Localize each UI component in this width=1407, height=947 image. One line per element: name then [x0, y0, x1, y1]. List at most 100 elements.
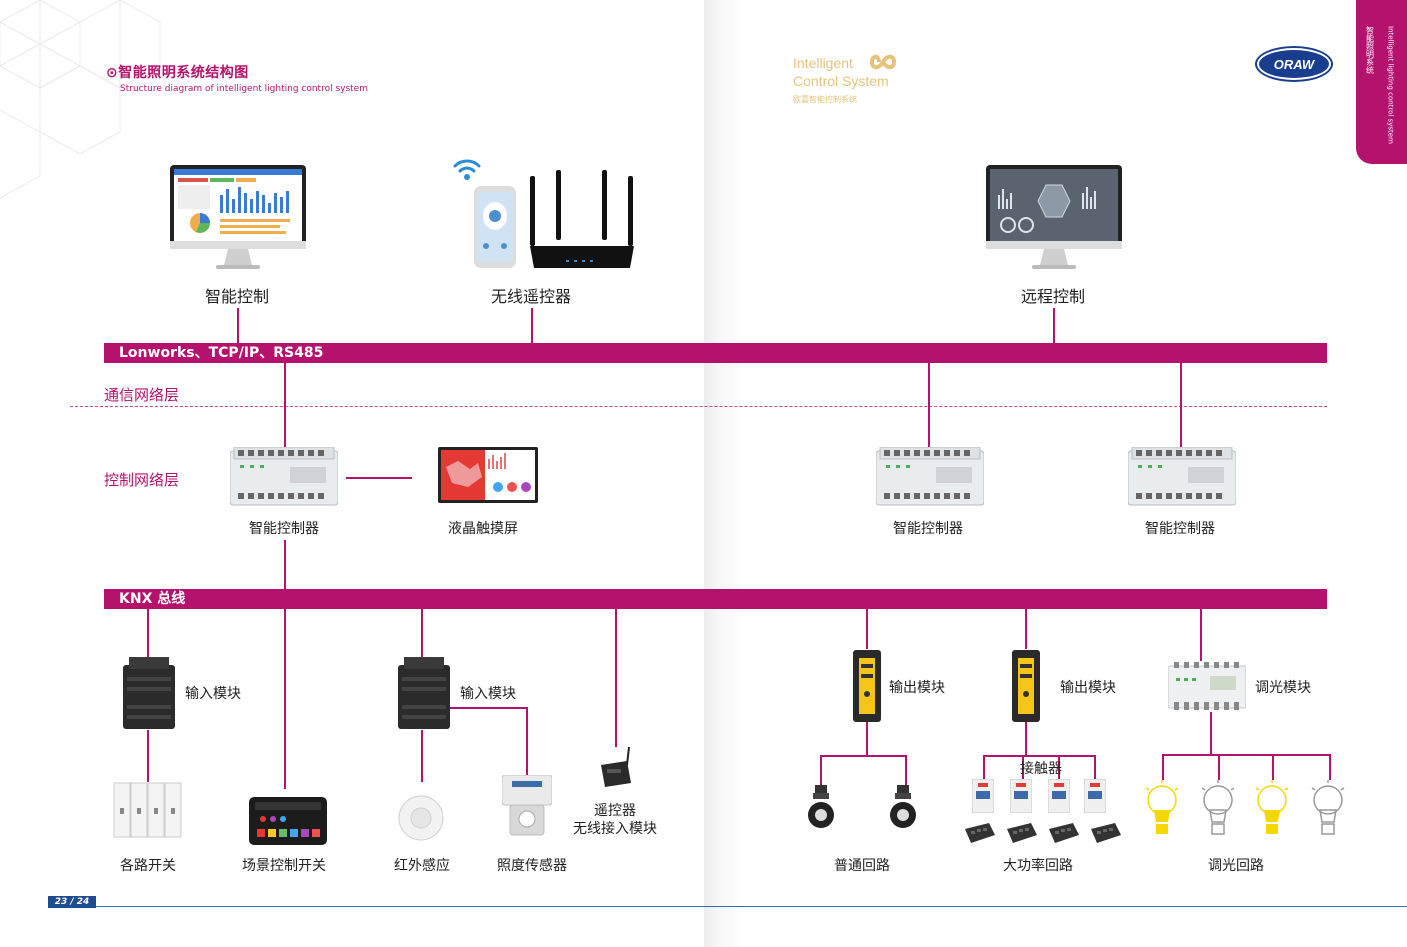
output-module-icon	[853, 650, 881, 722]
connector	[1162, 754, 1164, 780]
wireless-access-module-icon	[601, 747, 631, 787]
side-tab-text: Intelligent lighting control system 智能照明…	[1365, 26, 1395, 144]
input-module-icon	[398, 657, 450, 729]
layer-label-communication: 通信网络层	[104, 386, 180, 404]
connector	[1162, 754, 1330, 756]
connector	[1210, 712, 1212, 754]
connector	[147, 730, 149, 782]
label-input-module-1: 输入模块	[185, 686, 241, 702]
label-input-module-2: 输入模块	[460, 686, 516, 702]
label-illuminance: 照度传感器	[497, 858, 567, 874]
wireless-router-icon	[530, 170, 634, 268]
label-remote-access: 遥控器 无线接入模块	[573, 803, 657, 837]
spotlight-icon	[808, 785, 834, 828]
connector	[1200, 609, 1202, 661]
connector	[1022, 755, 1024, 779]
decorative-hexagon-pattern	[0, 0, 161, 199]
connector	[1025, 722, 1027, 755]
smart-controller-icon	[230, 447, 338, 506]
label-controller-1: 智能控制器	[249, 521, 319, 537]
connector	[1053, 308, 1055, 343]
footer-line	[48, 906, 1407, 907]
label-remote-control: 远程控制	[1020, 287, 1085, 306]
infinity-logo-icon	[870, 54, 897, 70]
label-contactor: 接触器	[1020, 761, 1062, 777]
layer-divider	[70, 406, 1327, 407]
connector	[615, 609, 617, 747]
connector	[1272, 754, 1274, 780]
contactor-icon	[1010, 779, 1032, 813]
high-power-light-icon	[965, 823, 995, 843]
brand-chinese: 欧嘉智能控制系统	[793, 95, 857, 104]
label-high-power-circuit: 大功率回路	[1003, 858, 1073, 874]
connector	[1025, 609, 1027, 649]
label-output-module-2: 输出模块	[1060, 680, 1116, 696]
connector	[147, 609, 149, 659]
smart-controller-icon	[1128, 447, 1236, 506]
oraw-logo: ORAW	[1257, 48, 1331, 80]
high-power-light-icon	[1091, 823, 1121, 843]
label-dimming-module: 调光模块	[1255, 680, 1311, 696]
monitor-remote-dashboard-icon	[986, 165, 1122, 269]
label-infrared: 红外感应	[394, 858, 450, 874]
connector	[421, 730, 423, 782]
connector	[1094, 755, 1096, 779]
connector	[820, 755, 822, 785]
label-lcd-touchscreen: 液晶触摸屏	[448, 521, 518, 537]
label-wireless-remote: 无线遥控器	[490, 287, 571, 306]
label-controller-2: 智能控制器	[893, 521, 963, 537]
connector	[421, 707, 527, 709]
connector	[531, 308, 533, 343]
label-controller-3: 智能控制器	[1145, 521, 1215, 537]
output-module-icon	[1012, 650, 1040, 722]
label-scene-switch: 场景控制开关	[242, 858, 326, 874]
connector	[866, 722, 868, 755]
connector	[1180, 363, 1182, 447]
smartphone-icon	[474, 186, 516, 268]
monitor-dashboard-icon	[170, 165, 306, 269]
connector	[905, 755, 907, 785]
light-bulb-on-icon	[1255, 780, 1289, 834]
contactor-icon	[1048, 779, 1070, 813]
connector	[820, 755, 906, 757]
knx-bus-bar: KNX 总线	[104, 589, 1327, 609]
contactor-icon	[972, 779, 994, 813]
light-bulb-on-icon	[1145, 780, 1179, 834]
connector	[284, 363, 286, 447]
wall-switches-icon	[113, 782, 182, 838]
input-module-icon	[123, 657, 175, 729]
label-dimming-circuit: 调光回路	[1208, 858, 1264, 874]
smart-controller-icon	[876, 447, 984, 506]
page-number: 23 / 24	[48, 896, 96, 908]
connector	[1058, 755, 1060, 779]
connector	[346, 477, 412, 479]
connector	[421, 609, 423, 659]
connector	[284, 540, 286, 589]
scene-control-switch-icon	[249, 797, 327, 845]
spotlight-icon	[890, 785, 916, 828]
connector	[866, 609, 868, 649]
light-bulb-off-icon	[1311, 780, 1345, 835]
top-bus-bar: Lonworks、TCP/IP、RS485	[104, 343, 1327, 363]
brand-text: Intelligent Control System	[793, 55, 889, 89]
light-bulb-off-icon	[1201, 780, 1235, 835]
side-tab	[1356, 0, 1407, 164]
connector	[1218, 754, 1220, 780]
label-normal-circuit: 普通回路	[834, 858, 890, 874]
illuminance-sensor-icon	[502, 775, 552, 836]
connector	[284, 609, 286, 789]
wifi-icon	[453, 159, 481, 180]
contactor-icon	[1084, 779, 1106, 813]
page-title: ⊙智能照明系统结构图	[106, 65, 249, 81]
label-switches: 各路开关	[120, 858, 176, 874]
label-smart-control: 智能控制	[204, 287, 269, 306]
connector	[983, 755, 1095, 757]
connector	[928, 363, 930, 447]
layer-label-control: 控制网络层	[104, 471, 180, 489]
high-power-light-icon	[1007, 823, 1037, 843]
connector	[526, 707, 528, 775]
page-subtitle: Structure diagram of intelligent lightin…	[120, 84, 368, 94]
connector	[983, 755, 985, 779]
connector	[237, 308, 239, 343]
lcd-touchscreen-icon	[438, 447, 538, 503]
